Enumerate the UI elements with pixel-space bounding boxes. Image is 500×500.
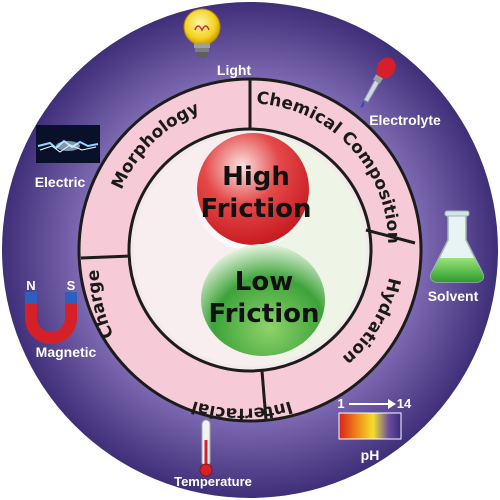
magnet-icon: [25, 292, 77, 344]
dropper-icon: [360, 57, 396, 108]
low-friction-lobe: [201, 244, 325, 356]
solvent-label: Solvent: [428, 288, 479, 304]
ring-divider: [80, 254, 131, 260]
ph-scale-icon: 1 14: [337, 396, 412, 440]
high-friction-lobe: [197, 133, 309, 245]
magnet-n-label: N: [26, 278, 35, 293]
low-friction-line1: Low: [235, 267, 293, 297]
ring-divider: [365, 228, 416, 245]
magnetic-label: Magnetic: [36, 344, 97, 360]
low-friction-line2: Friction: [209, 299, 320, 329]
flask-icon: [429, 210, 485, 283]
ph-arrow-head: [388, 399, 396, 409]
electrolyte-label: Electrolyte: [369, 112, 441, 128]
friction-yin-yang: [134, 133, 366, 366]
thermometer-icon: [199, 419, 213, 477]
ph-scale-start: 1: [337, 396, 344, 411]
ring-divider: [260, 370, 268, 421]
high-friction-line2: Friction: [201, 194, 312, 224]
ph-color-bar: [338, 412, 402, 440]
light-bulb-icon: [183, 8, 221, 58]
electric-discharge-icon: [36, 125, 100, 163]
electric-label: Electric: [35, 174, 86, 190]
temperature-label: Temperature: [174, 474, 252, 489]
light-label: Light: [217, 62, 252, 78]
magnet-s-label: S: [67, 278, 76, 293]
high-friction-line1: High: [222, 162, 290, 192]
ph-label: pH: [361, 447, 380, 463]
ph-scale-end: 14: [397, 396, 412, 411]
